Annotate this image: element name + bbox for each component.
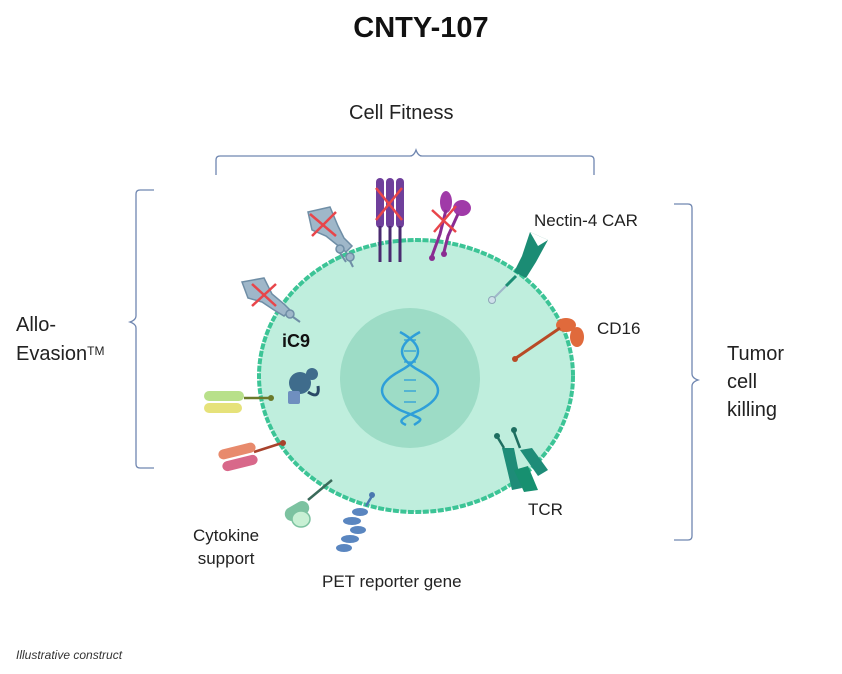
tumor-line1: Tumor (727, 343, 785, 365)
knockout-receptor-magenta-icon (429, 191, 471, 261)
tumor-killing-bracket (674, 203, 701, 541)
tumor-line3: killing (727, 399, 778, 421)
cytokine-line1: Cytokine (193, 526, 260, 545)
allo-evasion-line1: Allo- (16, 314, 57, 336)
cell-fitness-label: Cell Fitness (349, 102, 454, 124)
knockout-receptor-purple-icon (375, 178, 404, 262)
allo-evasion-bracket (127, 189, 154, 469)
footnote: Illustrative construct (16, 648, 123, 662)
dna-helix-icon (380, 330, 440, 427)
cytokine-support-label: Cytokine support (193, 524, 259, 570)
receptor-orange-icon (218, 440, 286, 472)
ic9-label: iC9 (282, 331, 311, 351)
trademark-mark: TM (87, 344, 105, 358)
knockout-receptor-icon (307, 206, 355, 268)
cd16-receptor-icon (512, 318, 584, 362)
tcr-label: TCR (528, 500, 563, 519)
allo-evasion-label: Allo- EvasionTM (16, 311, 104, 369)
cell-fitness-bracket (215, 147, 595, 175)
pet-reporter-icon (336, 492, 375, 552)
cd16-label: CD16 (597, 319, 641, 338)
knockout-receptor-left-icon (240, 277, 301, 323)
tcr-receptor-icon (494, 427, 548, 492)
nectin-4-car-icon (488, 232, 548, 304)
diagram-title: CNTY-107 (353, 12, 489, 44)
nectin-4-car-label: Nectin-4 CAR (534, 211, 638, 230)
cytokine-line2: support (197, 549, 255, 568)
receptor-green-icon (204, 391, 274, 413)
ic9-icon (288, 368, 320, 404)
cytokine-receptor-icon (284, 479, 333, 528)
allo-evasion-line2: Evasion (16, 343, 88, 365)
tumor-cell-killing-label: Tumor cell killing (727, 340, 784, 424)
pet-reporter-label: PET reporter gene (322, 572, 462, 591)
tumor-line2: cell (727, 371, 758, 393)
nucleus (340, 308, 480, 448)
